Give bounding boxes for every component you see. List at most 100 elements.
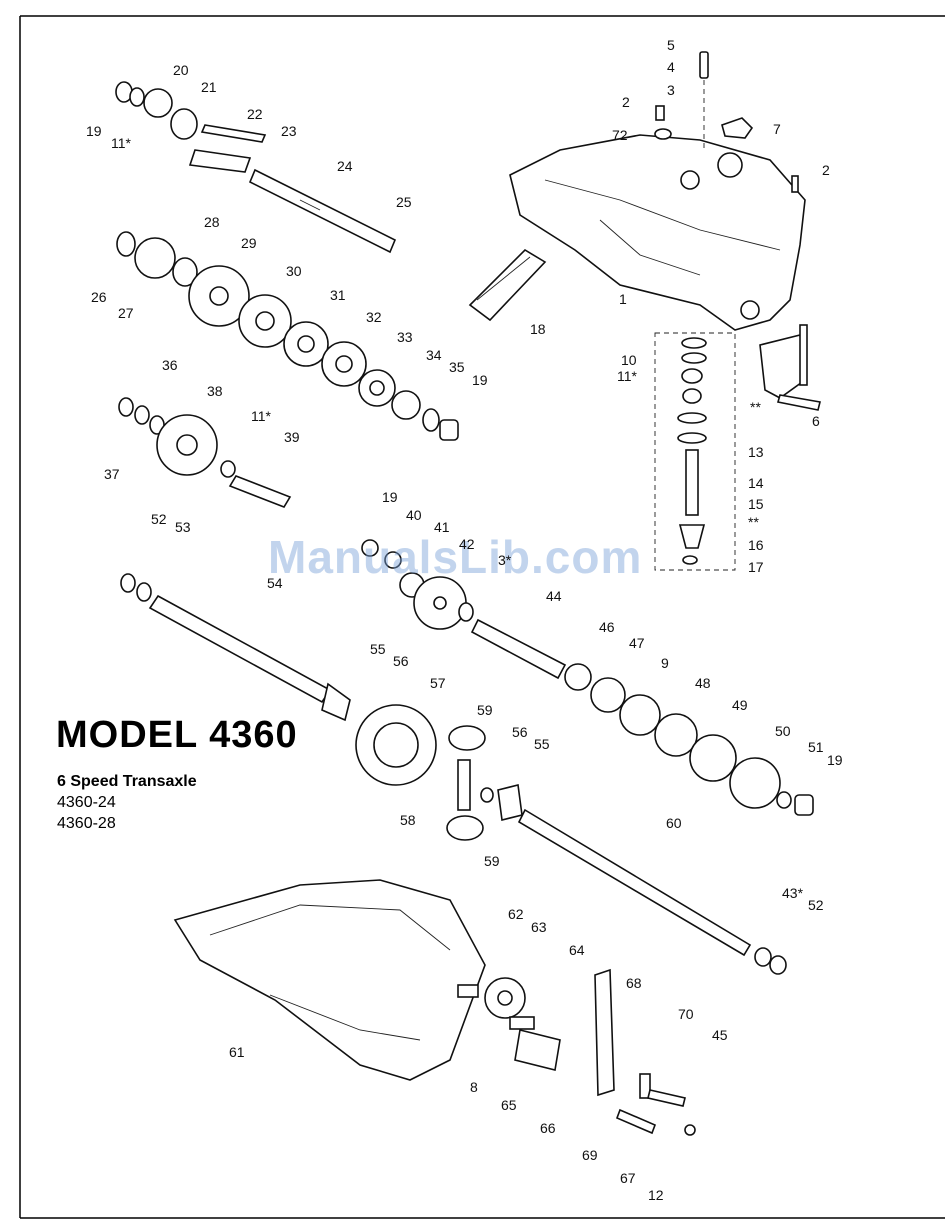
callout-24: 24 xyxy=(337,158,353,174)
callout-58: 58 xyxy=(400,812,416,828)
upper-shaft-assembly xyxy=(115,81,397,254)
callout-61: 61 xyxy=(229,1044,245,1060)
callout-54: 54 xyxy=(267,575,283,591)
main-shaft xyxy=(120,573,351,722)
callout-52a: 52 xyxy=(151,511,167,527)
callout-4: 4 xyxy=(667,59,675,75)
callout-11b: 11* xyxy=(251,408,271,424)
center-gear-set xyxy=(361,539,567,680)
callout-27: 27 xyxy=(118,305,134,321)
callout-17: 17 xyxy=(748,559,764,575)
callout-19a: 19 xyxy=(86,123,102,139)
callout-65: 65 xyxy=(501,1097,517,1113)
callout-34: 34 xyxy=(426,347,442,363)
output-gear-row xyxy=(564,663,814,816)
callout-1: 1 xyxy=(619,291,627,307)
callout-stars-1: ** xyxy=(750,399,761,415)
callout-8: 8 xyxy=(470,1079,478,1095)
callout-10: 10 xyxy=(621,352,637,368)
callout-52b: 52 xyxy=(808,897,824,913)
callout-13: 13 xyxy=(748,444,764,460)
callout-68: 68 xyxy=(626,975,642,991)
callout-50: 50 xyxy=(775,723,791,739)
callout-55b: 55 xyxy=(534,736,550,752)
callout-47: 47 xyxy=(629,635,645,651)
brake-assembly xyxy=(457,968,696,1136)
callout-19d: 19 xyxy=(827,752,843,768)
callout-41: 41 xyxy=(434,519,450,535)
callout-35: 35 xyxy=(449,359,465,375)
callout-38: 38 xyxy=(207,383,223,399)
callout-28: 28 xyxy=(204,214,220,230)
callout-12: 12 xyxy=(648,1187,664,1203)
callout-11a: 11* xyxy=(111,135,131,151)
callout-19b: 19 xyxy=(472,372,488,388)
callout-42: 42 xyxy=(459,536,475,552)
callout-11c: 11* xyxy=(617,368,637,384)
model-title: MODEL 4360 xyxy=(56,714,298,756)
callout-53: 53 xyxy=(175,519,191,535)
lower-housing xyxy=(173,879,486,1081)
callout-69: 69 xyxy=(582,1147,598,1163)
callout-23: 23 xyxy=(281,123,297,139)
callout-30: 30 xyxy=(286,263,302,279)
callout-66: 66 xyxy=(540,1120,556,1136)
callout-59a: 59 xyxy=(477,702,493,718)
cluster-gear-assembly xyxy=(118,397,292,508)
callout-5: 5 xyxy=(667,37,675,53)
shift-lever xyxy=(759,324,821,411)
callout-43: 43* xyxy=(782,885,804,901)
axle-shaft xyxy=(517,808,787,975)
callout-22: 22 xyxy=(247,106,263,122)
callout-67: 67 xyxy=(620,1170,636,1186)
model-variant-24: 4360-24 xyxy=(57,794,116,811)
callout-33: 33 xyxy=(397,329,413,345)
callout-15: 15 xyxy=(748,496,764,512)
callout-7: 7 xyxy=(773,121,781,137)
callout-26: 26 xyxy=(91,289,107,305)
callout-31: 31 xyxy=(330,287,346,303)
callout-36: 36 xyxy=(162,357,178,373)
callout-57: 57 xyxy=(430,675,446,691)
model-subtitle: 6 Speed Transaxle xyxy=(57,773,197,790)
callout-16: 16 xyxy=(748,537,764,553)
callout-45: 45 xyxy=(712,1027,728,1043)
callout-25: 25 xyxy=(396,194,412,210)
vertical-shaft-stack xyxy=(654,332,736,571)
model-variant-28: 4360-28 xyxy=(57,815,116,832)
callout-59b: 59 xyxy=(484,853,500,869)
callout-9: 9 xyxy=(661,655,669,671)
callout-2: 2 xyxy=(622,94,630,110)
callout-39: 39 xyxy=(284,429,300,445)
callout-2b: 2 xyxy=(822,162,830,178)
callout-20: 20 xyxy=(173,62,189,78)
callout-3-star: 3* xyxy=(498,552,512,568)
callout-stars-2: ** xyxy=(748,514,759,530)
callout-40: 40 xyxy=(406,507,422,523)
callout-49: 49 xyxy=(732,697,748,713)
drive-chain xyxy=(468,248,547,322)
callout-32: 32 xyxy=(366,309,382,325)
callout-56a: 56 xyxy=(393,653,409,669)
callout-48: 48 xyxy=(695,675,711,691)
callout-63: 63 xyxy=(531,919,547,935)
callout-14: 14 xyxy=(748,475,764,491)
callout-62: 62 xyxy=(508,906,524,922)
callout-21: 21 xyxy=(201,79,217,95)
callout-64: 64 xyxy=(569,942,585,958)
top-hardware xyxy=(654,51,799,193)
callout-60: 60 xyxy=(666,815,682,831)
callout-19c: 19 xyxy=(382,489,398,505)
callout-37: 37 xyxy=(104,466,120,482)
upper-housing xyxy=(509,134,806,331)
callout-46: 46 xyxy=(599,619,615,635)
callout-51: 51 xyxy=(808,739,824,755)
callout-3: 3 xyxy=(667,82,675,98)
callout-18: 18 xyxy=(530,321,546,337)
callout-6: 6 xyxy=(812,413,820,429)
callout-55a: 55 xyxy=(370,641,386,657)
differential xyxy=(355,704,523,841)
callout-72: 72 xyxy=(612,127,628,143)
callout-56b: 56 xyxy=(512,724,528,740)
